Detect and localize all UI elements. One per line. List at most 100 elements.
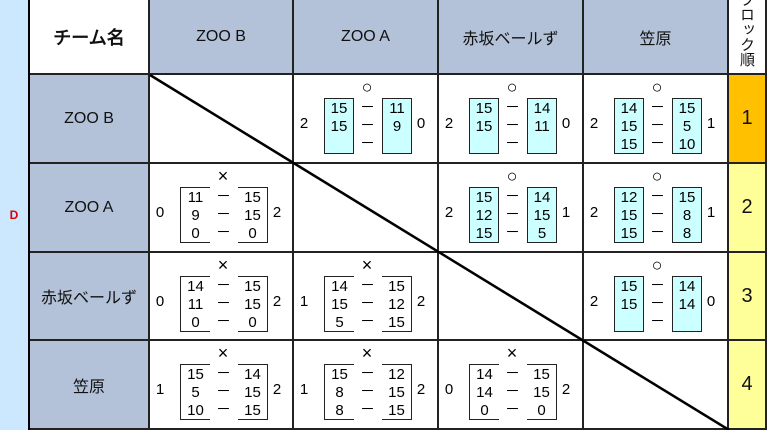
score-dash: － xyxy=(650,99,666,116)
set-score-own: 15 xyxy=(330,118,348,135)
loss-mark-icon: × xyxy=(506,343,518,363)
score-dash: － xyxy=(216,401,232,418)
score-dash: － xyxy=(360,277,376,294)
set-score-opponent: 14 xyxy=(533,100,551,117)
score-dash: － xyxy=(650,224,666,241)
set-score-own: 14 xyxy=(331,278,348,295)
score-dash: － xyxy=(650,117,666,134)
column-header-team-3: 赤坂ベールず xyxy=(439,0,584,75)
match-cell xyxy=(150,75,294,164)
set-score-own: 8 xyxy=(335,384,344,401)
set-score-opponent xyxy=(673,314,701,332)
score-dash: － xyxy=(216,295,232,312)
set-score-own: 15 xyxy=(475,225,493,242)
set-score-opponent: 12 xyxy=(388,366,405,383)
set-score-own: 5 xyxy=(191,384,200,401)
set-score-opponent: 0 xyxy=(248,314,257,331)
column-header-team-1: ZOO B xyxy=(150,0,294,75)
games-lost: 1 xyxy=(706,204,716,221)
games-won: 2 xyxy=(589,204,599,221)
score-dash: － xyxy=(216,206,232,223)
score-dash: － xyxy=(505,117,521,134)
match-cell xyxy=(584,341,729,430)
set-score-own: 8 xyxy=(335,402,344,419)
set-score-own: 15 xyxy=(475,189,493,206)
score-dash: － xyxy=(505,365,521,382)
games-lost: 1 xyxy=(706,115,716,132)
score-dash: － xyxy=(360,99,376,116)
score-dash: － xyxy=(360,117,376,134)
set-score-opponent: 14 xyxy=(678,278,696,295)
score-dash: － xyxy=(650,188,666,205)
row-header-team-1: ZOO B xyxy=(30,75,150,164)
set-score-opponent: 0 xyxy=(248,225,257,242)
score-dash: － xyxy=(650,206,666,223)
score-dash: － xyxy=(216,188,232,205)
set-score-own xyxy=(615,314,643,332)
set-score-opponent: 15 xyxy=(388,384,405,401)
games-won: 2 xyxy=(589,115,599,132)
set-score-opponent: 5 xyxy=(537,225,547,242)
set-score-own: 12 xyxy=(620,189,638,206)
set-score-opponent: 0 xyxy=(537,402,546,419)
loss-mark-icon: × xyxy=(361,343,373,363)
set-score-own: 15 xyxy=(620,225,638,242)
games-won: 1 xyxy=(155,381,165,398)
win-mark-icon: ○ xyxy=(651,77,663,97)
set-score-own: 5 xyxy=(335,314,344,331)
set-score-opponent: 15 xyxy=(244,278,261,295)
set-score-own: 14 xyxy=(187,278,204,295)
win-mark-icon: ○ xyxy=(506,166,518,186)
set-score-own: 0 xyxy=(480,402,489,419)
set-score-opponent: 14 xyxy=(533,189,551,206)
set-score-own: 11 xyxy=(187,296,204,313)
set-score-own: 14 xyxy=(476,366,493,383)
set-score-opponent: 14 xyxy=(244,366,261,383)
set-score-opponent: 8 xyxy=(682,225,692,242)
set-score-own: 15 xyxy=(330,100,348,117)
set-score-opponent: 8 xyxy=(682,207,692,224)
set-score-own: 15 xyxy=(620,207,638,224)
set-score-opponent: 15 xyxy=(244,402,261,419)
score-dash: － xyxy=(216,313,232,330)
set-score-own: 9 xyxy=(191,207,200,224)
set-score-opponent: 5 xyxy=(682,118,692,135)
set-score-own: 15 xyxy=(331,296,348,313)
column-header-team-4: 笠原 xyxy=(584,0,729,75)
score-dash: － xyxy=(360,135,376,152)
set-score-opponent: 15 xyxy=(388,314,405,331)
score-dash: － xyxy=(216,365,232,382)
score-dash: － xyxy=(505,206,521,223)
set-score-opponent: 15 xyxy=(678,100,696,117)
set-score-opponent xyxy=(383,136,411,154)
score-dash: － xyxy=(216,383,232,400)
games-lost: 2 xyxy=(272,381,282,398)
set-score-own: 15 xyxy=(187,366,204,383)
score-dash: － xyxy=(216,224,232,241)
games-won: 2 xyxy=(444,204,454,221)
score-dash: － xyxy=(505,224,521,241)
set-score-own xyxy=(325,136,353,154)
games-won: 0 xyxy=(155,204,165,221)
win-mark-icon: ○ xyxy=(651,166,663,186)
set-score-opponent: 9 xyxy=(392,118,402,135)
